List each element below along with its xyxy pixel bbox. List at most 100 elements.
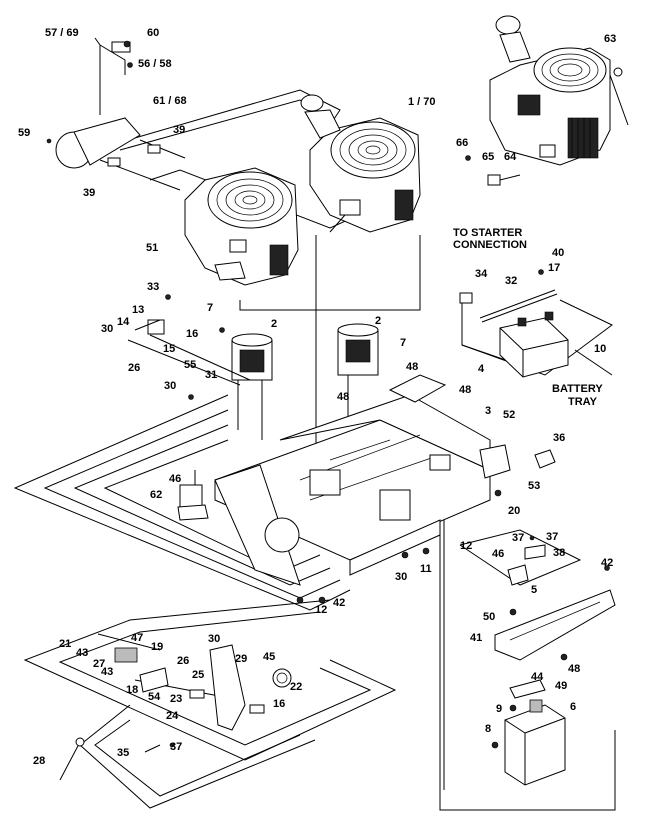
callout-32: 32 — [505, 275, 517, 287]
callout-4: 4 — [478, 363, 485, 375]
callout-48a: 48 — [406, 361, 418, 373]
callout-16b: 16 — [273, 698, 285, 710]
callout-65: 65 — [482, 151, 494, 163]
callout-20: 20 — [508, 505, 520, 517]
battery — [459, 269, 613, 378]
callout-13: 13 — [132, 304, 144, 316]
callout-22: 22 — [290, 681, 302, 693]
callout-51: 51 — [146, 242, 158, 254]
callout-48b: 48 — [459, 384, 471, 396]
callout-50: 50 — [483, 611, 495, 623]
callout-66: 66 — [456, 137, 468, 149]
callout-21: 21 — [59, 638, 71, 650]
note-starter-connection: TO STARTER CONNECTION — [453, 227, 527, 251]
callout-46a: 46 — [169, 473, 181, 485]
callout-29: 29 — [235, 653, 247, 665]
callout-56-58: 56 / 58 — [138, 58, 172, 70]
mount-plate-41 — [494, 565, 616, 661]
hydro-pump-left — [231, 333, 273, 440]
callout-28: 28 — [33, 755, 45, 767]
callout-12b: 12 — [315, 604, 327, 616]
callout-60: 60 — [147, 27, 159, 39]
callout-41: 41 — [470, 632, 482, 644]
callout-53: 53 — [528, 480, 540, 492]
engine-63 — [489, 15, 629, 166]
callout-36: 36 — [553, 432, 565, 444]
callout-23: 23 — [170, 693, 182, 705]
callout-54: 54 — [148, 691, 161, 703]
callout-40: 40 — [552, 247, 564, 259]
pedal-linkage — [59, 633, 292, 781]
callout-26a: 26 — [128, 362, 140, 374]
callout-2b: 2 — [375, 315, 381, 327]
callout-59: 59 — [18, 127, 30, 139]
engine-1-70 — [300, 94, 421, 233]
callout-33: 33 — [147, 281, 159, 293]
callout-52: 52 — [503, 409, 515, 421]
callout-42b: 42 — [333, 597, 345, 609]
callout-31: 31 — [205, 369, 217, 381]
svg-text:TO STARTER: TO STARTER — [453, 227, 522, 239]
brackets-right — [507, 449, 556, 586]
callout-37c: 37 — [170, 741, 182, 753]
callout-9: 9 — [496, 703, 502, 715]
svg-text:TRAY: TRAY — [568, 396, 598, 408]
callout-44: 44 — [531, 671, 544, 683]
callout-7a: 7 — [207, 302, 213, 314]
callout-24: 24 — [166, 710, 179, 722]
wiring-loops — [13, 89, 616, 811]
svg-text:BATTERY: BATTERY — [552, 383, 603, 395]
callout-48c: 48 — [337, 391, 349, 403]
callout-27: 27 — [93, 658, 105, 670]
callout-30b: 30 — [164, 380, 176, 392]
callout-46b: 46 — [492, 548, 504, 560]
callout-45: 45 — [263, 651, 275, 663]
callout-1-70: 1 / 70 — [408, 96, 436, 108]
solenoid-62 — [177, 470, 209, 521]
callout-63: 63 — [604, 33, 616, 45]
callout-7b: 7 — [400, 337, 406, 349]
callout-30c: 30 — [395, 571, 407, 583]
callout-49: 49 — [555, 680, 567, 692]
callout-18: 18 — [126, 684, 138, 696]
main-frame — [214, 374, 511, 604]
callout-62: 62 — [150, 489, 162, 501]
callout-35: 35 — [117, 747, 129, 759]
callout-10: 10 — [594, 343, 606, 355]
callout-55: 55 — [184, 359, 196, 371]
callout-2a: 2 — [271, 318, 277, 330]
callout-38: 38 — [553, 547, 565, 559]
callout-25: 25 — [192, 669, 204, 681]
callout-34: 34 — [475, 268, 488, 280]
control-linkage — [127, 294, 251, 400]
callout-11: 11 — [420, 563, 432, 575]
callout-64: 64 — [504, 151, 517, 163]
svg-text:CONNECTION: CONNECTION — [453, 239, 527, 251]
callout-48d: 48 — [568, 663, 580, 675]
callout-37a: 37 — [512, 532, 524, 544]
callout-17: 17 — [548, 262, 560, 274]
engine-51 — [184, 167, 299, 286]
callout-12a: 12 — [460, 540, 472, 552]
callout-37b: 37 — [546, 531, 558, 543]
cover-assembly — [46, 37, 186, 191]
callout-15: 15 — [163, 343, 175, 355]
reservoir-6 — [491, 679, 566, 786]
callout-14: 14 — [117, 316, 130, 328]
callout-5: 5 — [531, 584, 537, 596]
callout-16a: 16 — [186, 328, 198, 340]
note-battery-tray: BATTERY TRAY — [552, 383, 603, 408]
callout-57-69: 57 / 69 — [45, 27, 79, 39]
fitting-64-66 — [465, 155, 521, 186]
callout-61-68: 61 / 68 — [153, 95, 187, 107]
callout-43a: 43 — [76, 647, 88, 659]
callout-8: 8 — [485, 723, 491, 735]
callout-3: 3 — [485, 405, 491, 417]
callout-43b: 43 — [101, 666, 113, 678]
callout-39a: 39 — [173, 124, 185, 136]
callout-19: 19 — [151, 641, 163, 653]
callout-26b: 26 — [177, 655, 189, 667]
